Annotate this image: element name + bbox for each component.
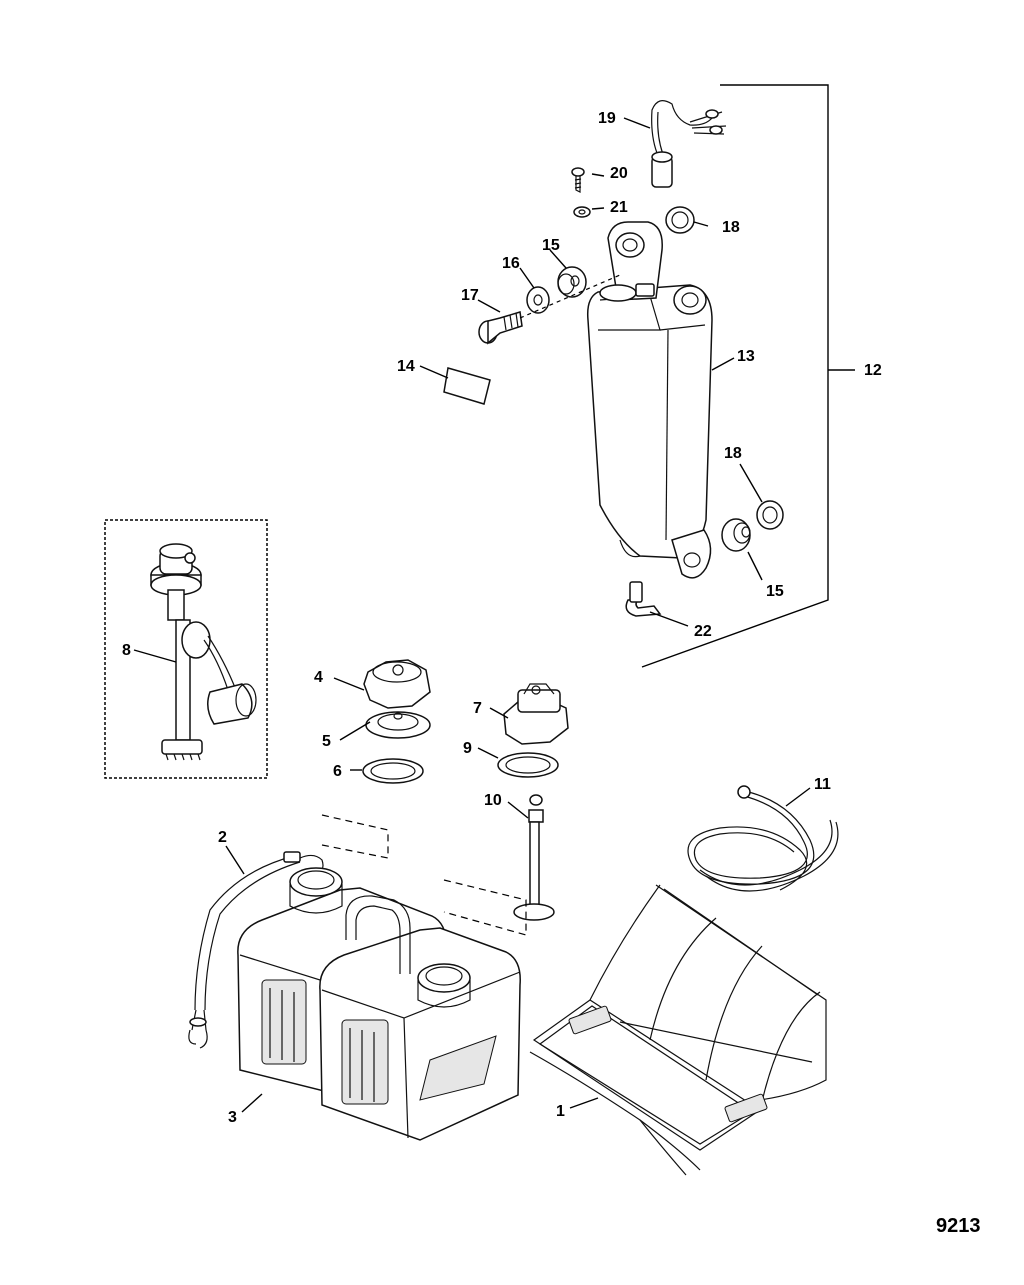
grommet-15-top (557, 266, 587, 298)
dual-oil-tanks (237, 867, 521, 1141)
callout-labels: 19 20 21 18 15 16 17 14 13 12 18 15 22 8… (122, 110, 882, 1126)
oil-reservoir-tank (586, 221, 713, 579)
washer-21 (573, 206, 591, 218)
callout-1: 1 (556, 1103, 565, 1120)
callout-11: 11 (814, 776, 831, 793)
callout-22: 22 (694, 623, 712, 640)
figure-number: 9213 (936, 1215, 981, 1237)
gasket-9 (497, 752, 559, 778)
callout-9: 9 (463, 740, 472, 757)
callout-10: 10 (484, 792, 502, 809)
callout-12: 12 (864, 362, 882, 379)
callout-2: 2 (218, 829, 227, 846)
callout-8: 8 (122, 642, 131, 659)
leader-lines (133, 117, 811, 1113)
pickup-tube-10 (513, 794, 555, 921)
callout-5: 5 (322, 733, 331, 750)
cap-7 (503, 683, 569, 745)
grommet-15-bottom (721, 518, 751, 552)
callout-3: 3 (228, 1109, 237, 1126)
callout-7: 7 (473, 700, 482, 717)
callout-15-bottom: 15 (766, 583, 784, 600)
wire-rack-1 (529, 884, 827, 1176)
callout-20: 20 (610, 165, 628, 182)
seal-5 (365, 711, 431, 739)
callout-18-bottom: 18 (724, 445, 742, 462)
level-sensor-harness (651, 100, 727, 188)
grommet-18-top (665, 206, 695, 234)
assembly-bracket-12 (641, 84, 855, 668)
callout-19: 19 (598, 110, 616, 127)
clip-22 (625, 581, 662, 617)
callout-15-top: 15 (542, 237, 560, 254)
decal-14 (443, 367, 491, 405)
callout-4: 4 (314, 669, 323, 686)
callout-6: 6 (333, 763, 342, 780)
callout-18-top: 18 (722, 219, 740, 236)
callout-16: 16 (502, 255, 520, 272)
gasket-6 (362, 758, 424, 784)
callout-13: 13 (737, 348, 755, 365)
cap-4 (363, 659, 431, 709)
pickup-assembly-inset (104, 519, 268, 779)
strap-2 (188, 851, 324, 1049)
grommet-18-bottom (756, 500, 784, 530)
callout-17: 17 (461, 287, 479, 304)
hose-11 (687, 785, 839, 892)
screw-20 (571, 167, 585, 193)
alignment-guides (321, 814, 527, 936)
bolt-17 (478, 311, 523, 345)
callout-21: 21 (610, 199, 628, 216)
callout-14: 14 (397, 358, 415, 375)
washer-16 (526, 286, 550, 314)
